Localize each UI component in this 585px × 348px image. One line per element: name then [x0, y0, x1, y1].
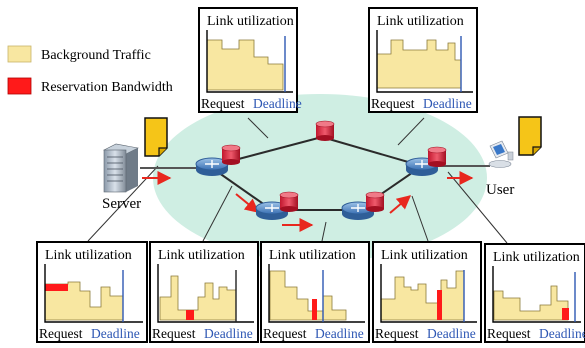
storage-icon	[221, 144, 241, 165]
reservation-bandwidth-bar	[45, 284, 68, 291]
request-label: Request	[201, 96, 245, 111]
background-traffic-area	[159, 275, 237, 321]
panel-axes	[380, 264, 477, 323]
deadline-label: Deadline	[315, 326, 364, 341]
reservation-bandwidth-bar	[312, 299, 317, 320]
request-label: Request	[152, 326, 196, 341]
request-label: Request	[375, 326, 419, 341]
flow-arrow	[235, 193, 260, 213]
background-traffic-area	[376, 39, 462, 89]
deadline-label: Deadline	[91, 326, 140, 341]
network-cloud	[153, 94, 487, 262]
panel-axes	[268, 264, 365, 323]
panel-axes	[44, 264, 143, 323]
document-icon	[518, 116, 542, 156]
user-computer-icon	[488, 140, 514, 168]
storage-icon	[365, 191, 385, 212]
background-traffic-area	[269, 270, 347, 321]
legend-background-swatch	[7, 45, 32, 63]
legend-reservation-label: Reservation Bandwidth	[41, 80, 173, 95]
server-icon	[103, 143, 139, 193]
user-label: User	[486, 182, 514, 198]
panel-axes	[492, 266, 581, 323]
deadline-label: Deadline	[427, 326, 476, 341]
request-label: Request	[39, 326, 83, 341]
request-label: Request	[371, 96, 415, 111]
panel-axes	[157, 264, 254, 323]
deadline-label: Deadline	[423, 96, 472, 111]
legend-reservation-swatch	[7, 77, 32, 95]
panel-axes	[376, 30, 473, 93]
panel-title: Link utilization	[269, 248, 356, 263]
deadline-label: Deadline	[204, 326, 253, 341]
panel-title: Link utilization	[207, 14, 294, 29]
reservation-bandwidth-bar	[186, 310, 194, 320]
panel-title: Link utilization	[45, 248, 132, 263]
background-traffic-area	[44, 281, 124, 321]
server-label: Server	[102, 196, 141, 212]
panel-title: Link utilization	[158, 248, 245, 263]
legend-background-label: Background Traffic	[41, 48, 151, 63]
storage-icon	[279, 191, 299, 212]
background-traffic-area	[206, 39, 284, 91]
deadline-label: Deadline	[253, 96, 302, 111]
storage-icon	[427, 146, 447, 167]
panel-title: Link utilization	[381, 248, 468, 263]
reservation-bandwidth-bar	[562, 308, 569, 320]
storage-icon	[315, 120, 335, 141]
deadline-label: Deadline	[539, 326, 585, 341]
legend: Background Traffic Reservation Bandwidth	[7, 45, 173, 95]
background-traffic-area	[380, 270, 465, 321]
panel-frame	[149, 241, 259, 343]
panel-title: Link utilization	[493, 250, 580, 265]
panel-title: Link utilization	[377, 14, 464, 29]
request-label: Request	[487, 326, 531, 341]
router-left	[195, 157, 229, 176]
request-label: Request	[263, 326, 307, 341]
panel-axes	[206, 30, 293, 93]
reservation-bandwidth-bar	[437, 290, 442, 320]
document-icon	[144, 117, 168, 157]
background-traffic-area	[493, 285, 569, 321]
callout-lines	[87, 117, 508, 244]
flow-arrow	[389, 195, 412, 214]
flow-arrows	[142, 171, 474, 232]
router-bottom-right	[341, 201, 375, 220]
